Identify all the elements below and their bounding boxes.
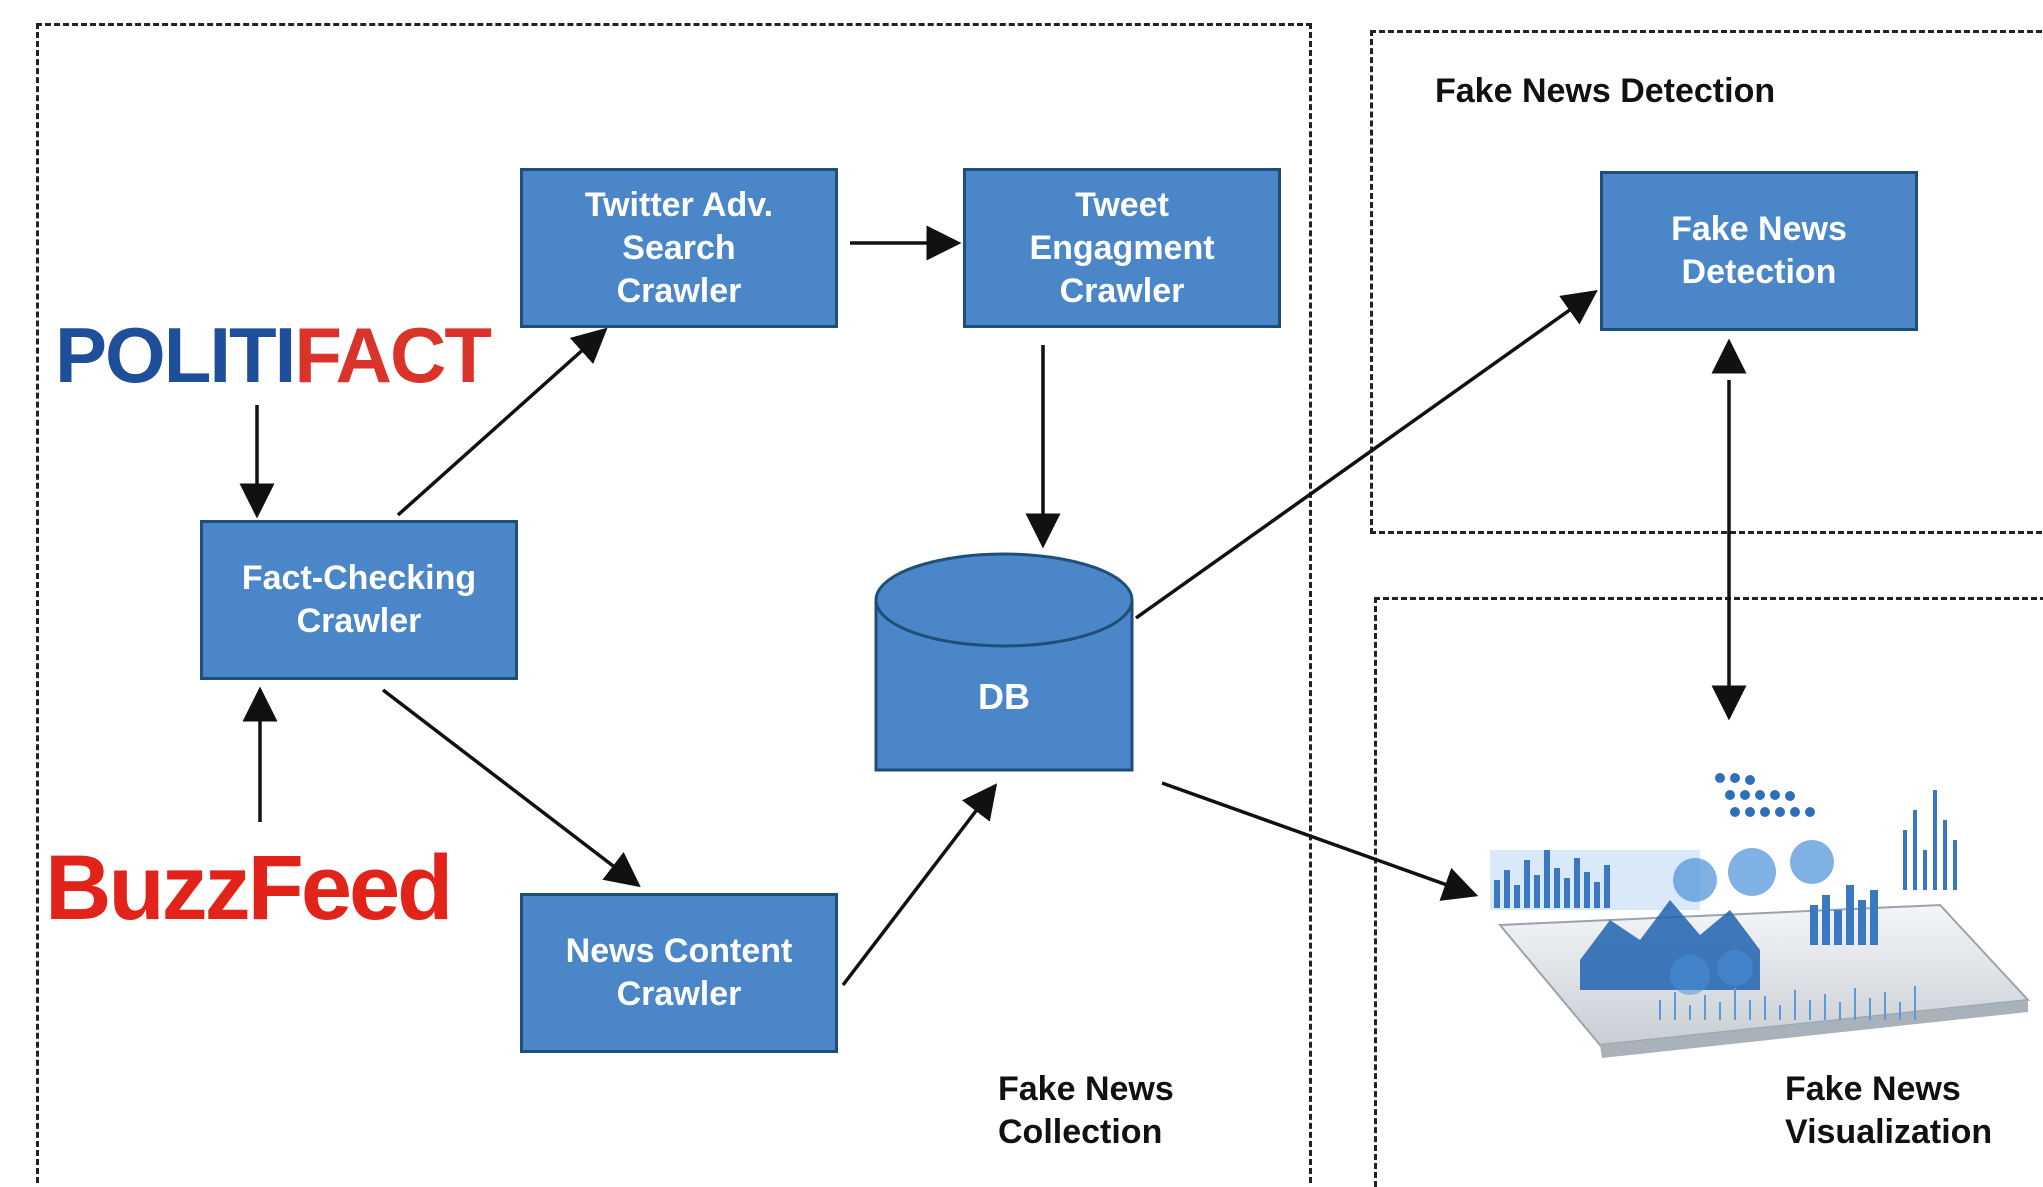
tweet-engagement-crawler-node: Tweet Engagment Crawler — [963, 168, 1281, 328]
detection-region-label: Fake News Detection — [1435, 72, 1776, 110]
collection-region-label: Fake News Collection — [998, 1070, 1174, 1151]
visualization-region — [1374, 597, 2043, 1187]
news-content-crawler-node: News Content Crawler — [520, 893, 838, 1053]
twitter-search-crawler-node: Twitter Adv. Search Crawler — [520, 168, 838, 328]
arrow-db-to-visualization — [1161, 781, 1479, 901]
detection-region — [1370, 30, 2043, 534]
arrow-factcheck-to-news — [381, 688, 641, 888]
politifact-logo-part2: FACT — [294, 311, 492, 399]
database-label: DB — [978, 676, 1030, 717]
visualization-region-label: Fake News Visualization — [1785, 1070, 1993, 1151]
fake-news-detection-node: Fake News Detection — [1600, 171, 1918, 331]
collection-region — [36, 23, 1312, 1183]
arrow-news-to-db — [841, 783, 998, 987]
database-cylinder-icon — [874, 552, 1134, 772]
dashboard-tablet-illustration — [1490, 773, 2031, 1058]
fact-checking-crawler-node: Fact-Checking Crawler — [200, 520, 518, 680]
flow-arrows — [239, 225, 1747, 987]
buzzfeed-logo: BuzzFeed — [45, 837, 453, 939]
arrow-factcheck-to-twitter — [396, 327, 608, 517]
politifact-logo: POLITIFACT — [55, 315, 492, 395]
arrow-db-to-detection — [1134, 289, 1598, 620]
politifact-logo-part1: POLITI — [55, 311, 296, 399]
